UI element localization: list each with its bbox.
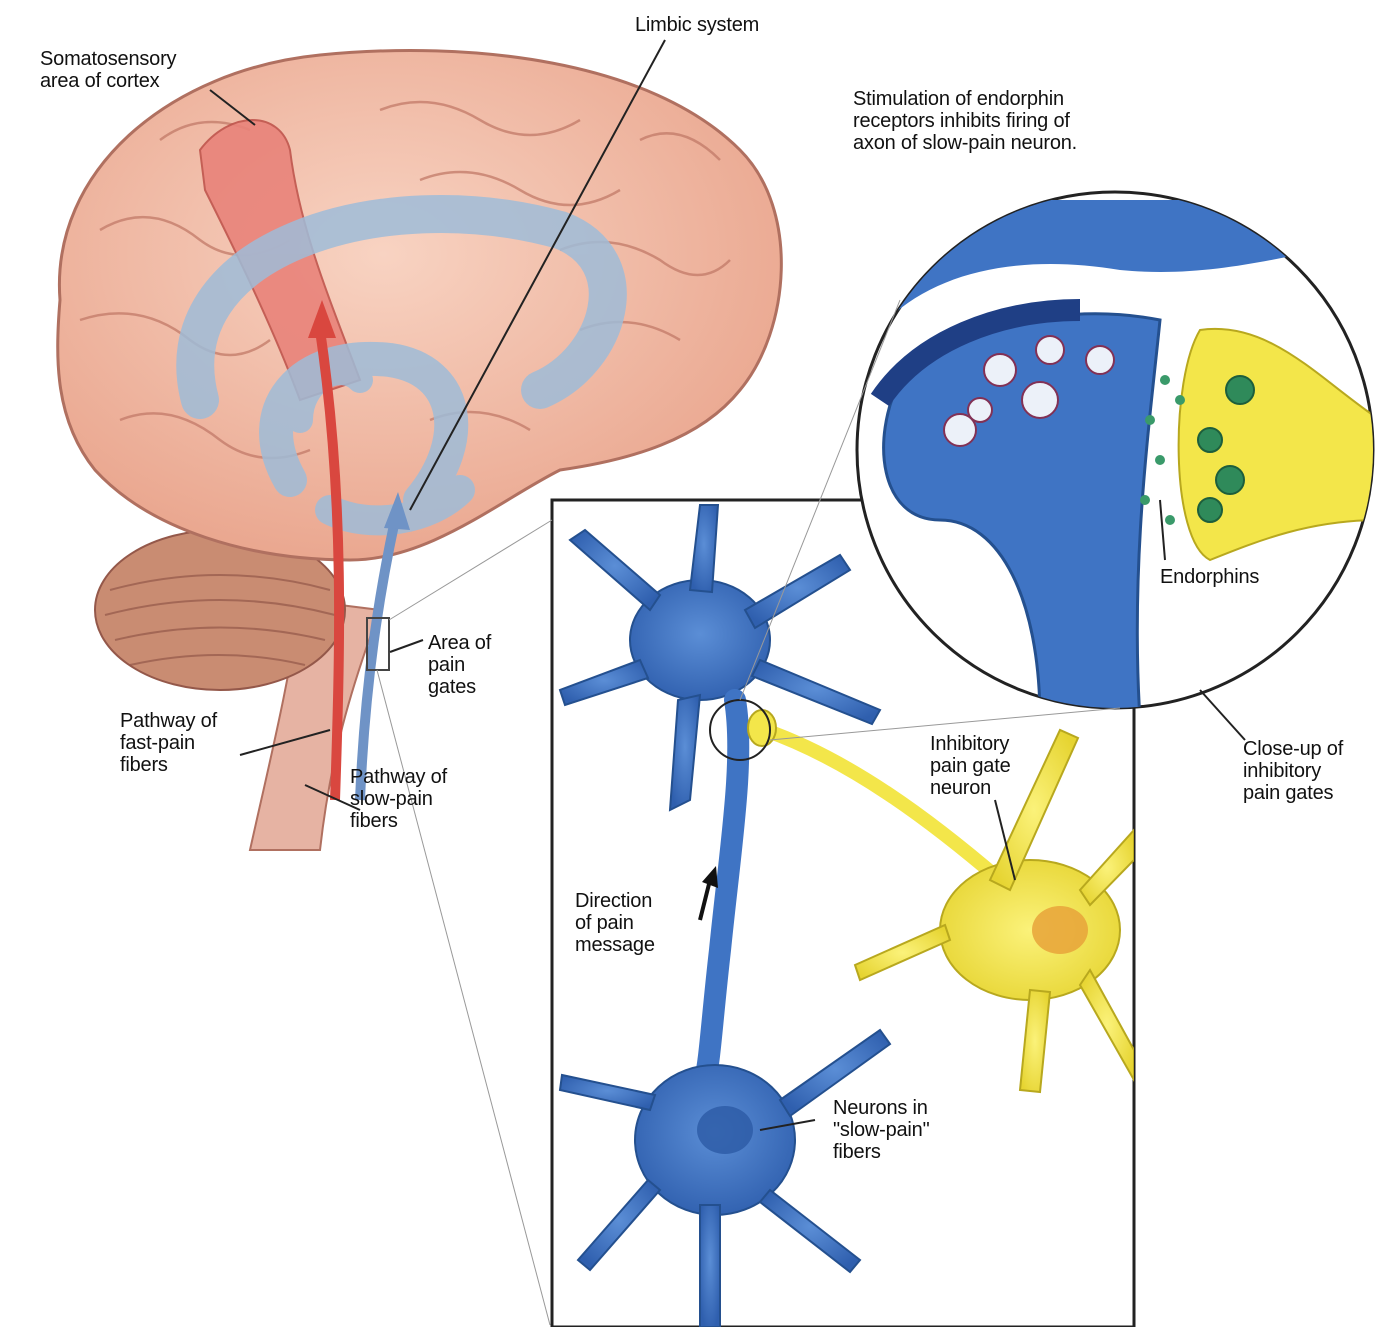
label-neurons-slow: Neurons in "slow-pain" fibers	[833, 1097, 929, 1163]
label-pathway-slow: Pathway of slow-pain fibers	[350, 766, 447, 832]
label-stimulation: Stimulation of endorphin receptors inhib…	[853, 88, 1077, 154]
label-limbic-system: Limbic system	[635, 14, 759, 36]
synapse-terminal	[748, 710, 776, 746]
label-direction: Direction of pain message	[575, 890, 655, 956]
label-close-up: Close-up of inhibitory pain gates	[1243, 738, 1343, 804]
label-area-of-pain-gates: Area of pain gates	[428, 632, 491, 698]
label-pathway-fast: Pathway of fast-pain fibers	[120, 710, 217, 776]
label-endorphins: Endorphins	[1160, 566, 1259, 588]
label-somatosensory: Somatosensory area of cortex	[40, 48, 176, 92]
label-inhibitory-neuron: Inhibitory pain gate neuron	[930, 733, 1011, 799]
